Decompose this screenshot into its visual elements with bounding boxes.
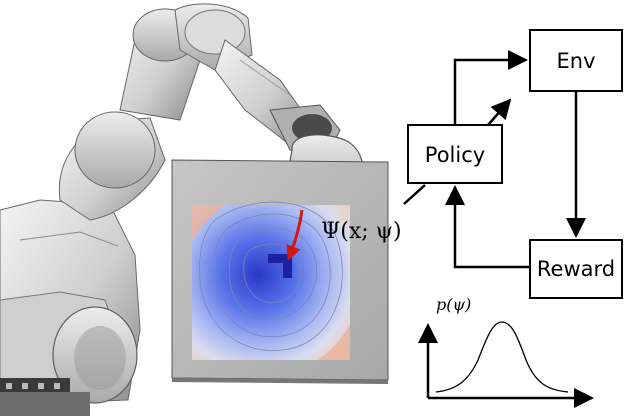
reward-to-policy-arrow [445, 185, 530, 269]
trajectory-arrow [286, 209, 304, 261]
connectors [403, 50, 586, 269]
density-curve [435, 321, 569, 393]
target-marker [268, 254, 292, 263]
reward-label: Reward [537, 257, 615, 281]
policy-diagonal-arrow [487, 98, 512, 126]
parameter-distribution: p(ψ) [418, 295, 594, 408]
env-label: Env [556, 49, 595, 73]
field-board [171, 159, 389, 384]
policy-label: Policy [425, 143, 485, 167]
policy-node: Policy [407, 124, 503, 184]
robot-to-policy-line [403, 184, 426, 205]
env-node: Env [529, 29, 623, 92]
potential-field [192, 205, 350, 360]
density-label: p(ψ) [436, 295, 471, 314]
policy-to-env-arrow [453, 50, 528, 125]
field-function-label: Ψ(x; ψ) [321, 219, 402, 244]
robot-base [0, 199, 141, 416]
reward-node: Reward [529, 239, 623, 299]
